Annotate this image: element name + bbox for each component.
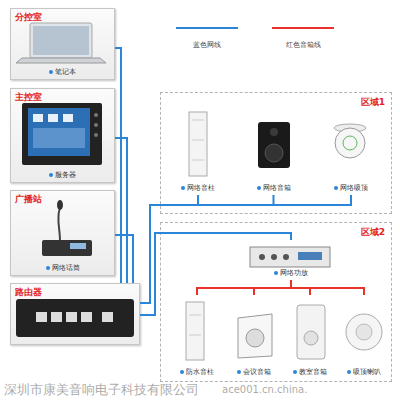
screen-icon bbox=[48, 114, 58, 122]
mic-display bbox=[70, 243, 86, 249]
mic-head bbox=[57, 200, 63, 210]
grille-line bbox=[192, 160, 204, 161]
grille-line bbox=[189, 335, 201, 336]
router-port bbox=[51, 312, 62, 322]
network-cable bbox=[115, 235, 133, 283]
amplifier-knob bbox=[283, 254, 289, 260]
screen-icon bbox=[63, 114, 73, 122]
amplifier-body bbox=[250, 247, 330, 267]
network-cable bbox=[140, 195, 351, 303]
speaker-cone bbox=[356, 324, 372, 340]
room-heading: 广播站 bbox=[15, 193, 42, 206]
zone-heading: 区域1 bbox=[361, 96, 385, 109]
grille-line bbox=[189, 315, 201, 316]
device-caption: 网络音箱 bbox=[246, 183, 301, 193]
network-cable bbox=[115, 138, 127, 283]
router-port bbox=[102, 312, 113, 322]
legend-entry: 红色音箱线 bbox=[272, 27, 334, 51]
laptop-base bbox=[16, 58, 106, 63]
device-caption: 网络话筒 bbox=[11, 263, 114, 273]
server-bezel bbox=[22, 103, 102, 165]
speaker-device: 会议音箱 bbox=[228, 295, 280, 379]
grille-line bbox=[192, 140, 204, 141]
box-speaker bbox=[258, 122, 290, 168]
speaker-device: 网络吸顶 bbox=[323, 105, 379, 195]
waterproof-column bbox=[186, 302, 204, 360]
legend-line-sample bbox=[272, 27, 334, 29]
device-caption: 教室音箱 bbox=[285, 367, 335, 377]
legend-text: 蓝色网线 bbox=[193, 41, 221, 49]
ceiling-dome bbox=[334, 124, 366, 132]
router-port bbox=[36, 312, 47, 322]
device-caption: 吸顶喇叭 bbox=[340, 367, 388, 377]
legend-entry: 蓝色网线 bbox=[176, 27, 238, 51]
room-heading: 分控室 bbox=[15, 11, 42, 24]
speaker-device: 防水音柱 bbox=[172, 295, 222, 379]
server-button bbox=[94, 133, 98, 137]
control-room-panel: 分控室笔记本 bbox=[10, 8, 115, 80]
control-room-panel: 主控室服务器 bbox=[10, 88, 115, 183]
server-screen bbox=[28, 108, 90, 156]
legend-line-sample bbox=[176, 27, 238, 29]
ceiling-horn bbox=[346, 314, 382, 350]
device-caption: 服务器 bbox=[11, 170, 114, 180]
zone-heading: 区域2 bbox=[361, 226, 385, 239]
speaker-cable bbox=[197, 280, 291, 295]
speaker-device: 网络音箱 bbox=[246, 105, 301, 195]
device-caption: 笔记本 bbox=[11, 67, 114, 77]
speaker-cone bbox=[304, 331, 318, 345]
speaker-cone bbox=[246, 329, 264, 347]
ceiling-ring bbox=[343, 136, 357, 150]
network-cable bbox=[140, 195, 198, 303]
speaker-device: 吸顶喇叭 bbox=[340, 295, 388, 379]
screen-icon bbox=[33, 114, 43, 122]
zone-box: 区域2 网络功放防水音柱会议音箱教室音箱吸顶喇叭 bbox=[160, 222, 392, 382]
server-button bbox=[94, 113, 98, 117]
speaker-device: 教室音箱 bbox=[285, 295, 335, 379]
zone-box: 区域1 网络音柱 网络音箱 网络吸顶 bbox=[160, 92, 392, 214]
tweeter bbox=[270, 128, 278, 136]
broadcast-station-panel: 广播站网络话筒 bbox=[10, 190, 115, 276]
amplifier-knob bbox=[271, 254, 277, 260]
network-cable bbox=[140, 233, 291, 315]
speaker-cable bbox=[291, 280, 364, 295]
legend-text: 红色音箱线 bbox=[286, 41, 321, 49]
classroom-speaker bbox=[297, 305, 325, 359]
network-cable bbox=[115, 48, 121, 283]
speaker-cable bbox=[291, 280, 310, 295]
router-port bbox=[66, 312, 77, 322]
ceiling-speaker bbox=[335, 128, 365, 158]
room-heading: 路由器 bbox=[15, 286, 42, 299]
conference-speaker bbox=[238, 314, 272, 358]
amplifier-device: 网络功放 bbox=[240, 240, 342, 280]
device-caption: 会议音箱 bbox=[228, 367, 280, 377]
column-speaker bbox=[189, 112, 207, 176]
device-caption: 防水音柱 bbox=[172, 367, 222, 377]
laptop-screen bbox=[33, 26, 89, 55]
network-cable bbox=[140, 195, 274, 303]
grille-line bbox=[192, 120, 204, 121]
speaker-cable bbox=[254, 280, 291, 295]
device-caption: 网络音柱 bbox=[173, 183, 223, 193]
screen-window bbox=[33, 128, 85, 148]
device-caption: 网络吸顶 bbox=[323, 183, 379, 193]
woofer bbox=[265, 144, 283, 162]
router-body bbox=[16, 299, 134, 337]
watermark: ace001.cn.china. bbox=[222, 384, 307, 395]
router-panel: 路由器 bbox=[10, 283, 140, 345]
mic-gooseneck bbox=[58, 208, 60, 241]
room-heading: 主控室 bbox=[15, 91, 42, 104]
amplifier-knob bbox=[259, 254, 265, 260]
amplifier-display bbox=[298, 252, 322, 260]
watermark: 深圳市康美音响电子科技有限公司 bbox=[4, 381, 199, 399]
router-port bbox=[81, 312, 92, 322]
laptop-lid bbox=[30, 23, 92, 58]
device-caption: 网络功放 bbox=[240, 268, 342, 278]
server-button bbox=[94, 123, 98, 127]
speaker-device: 网络音柱 bbox=[173, 105, 223, 195]
mic-base bbox=[42, 240, 92, 256]
